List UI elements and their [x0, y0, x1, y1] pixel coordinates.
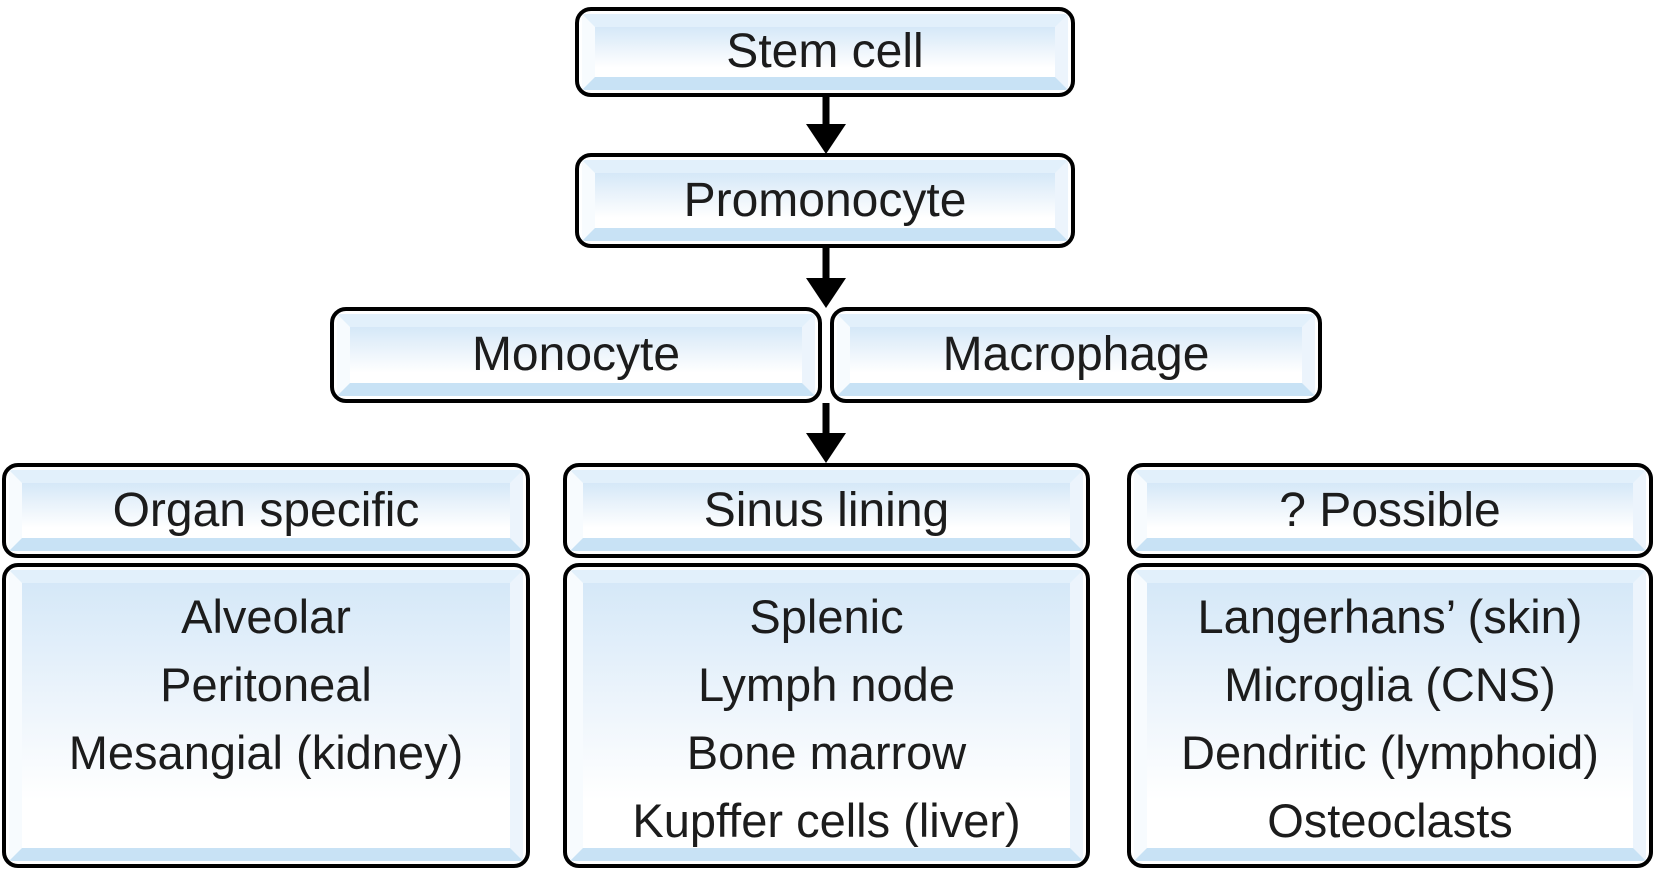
stem-cell-node-face: Stem cell — [582, 14, 1068, 90]
promonocyte-node: Promonocyte — [575, 153, 1075, 248]
sinus-lining-header: Sinus lining — [563, 463, 1090, 558]
organ-specific-header: Organ specific — [2, 463, 530, 558]
possible-header: ? Possible — [1127, 463, 1653, 558]
sinus-lining-list: Splenic Lymph node Bone marrow Kupffer c… — [563, 563, 1090, 868]
list-item: Peritoneal — [160, 658, 372, 711]
list-item: Microglia (CNS) — [1224, 658, 1556, 711]
possible-header-label: ? Possible — [1279, 483, 1501, 537]
arrow-down-icon — [806, 403, 846, 463]
list-item: Langerhans’ (skin) — [1197, 590, 1583, 643]
arrow-shaft — [822, 97, 830, 126]
arrow-down-icon — [806, 97, 846, 154]
organ-specific-header-face: Organ specific — [9, 470, 523, 551]
possible-list-face: Langerhans’ (skin) Microglia (CNS) Dendr… — [1134, 570, 1646, 861]
arrow-shaft — [822, 247, 830, 280]
stem-cell-label: Stem cell — [726, 25, 924, 78]
list-item: Kupffer cells (liver) — [632, 794, 1021, 847]
monocyte-node-face: Monocyte — [337, 314, 815, 396]
sinus-lining-header-face: Sinus lining — [570, 470, 1083, 551]
monocyte-label: Monocyte — [471, 328, 681, 381]
list-item: Dendritic (lymphoid) — [1181, 726, 1599, 779]
sinus-lining-header-label: Sinus lining — [703, 483, 950, 537]
organ-specific-list-face: Alveolar Peritoneal Mesangial (kidney) — [9, 570, 523, 861]
possible-header-face: ? Possible — [1134, 470, 1646, 551]
list-item: Bone marrow — [686, 726, 967, 779]
arrow-shaft — [822, 403, 830, 435]
arrow-head — [806, 433, 846, 463]
arrow-head — [806, 124, 846, 154]
macrophage-label: Macrophage — [942, 328, 1210, 381]
organ-specific-list: Alveolar Peritoneal Mesangial (kidney) — [2, 563, 530, 868]
monocyte-node: Monocyte — [330, 307, 822, 403]
stem-cell-node: Stem cell — [575, 7, 1075, 97]
promonocyte-node-face: Promonocyte — [582, 160, 1068, 241]
arrow-down-icon — [806, 247, 846, 308]
macrophage-node-face: Macrophage — [837, 314, 1315, 396]
list-item: Alveolar — [181, 590, 351, 643]
organ-specific-header-label: Organ specific — [112, 483, 420, 537]
list-item: Osteoclasts — [1267, 794, 1513, 847]
possible-list: Langerhans’ (skin) Microglia (CNS) Dendr… — [1127, 563, 1653, 868]
list-item: Splenic — [749, 590, 904, 643]
promonocyte-label: Promonocyte — [683, 173, 967, 227]
macrophage-node: Macrophage — [830, 307, 1322, 403]
list-item: Lymph node — [698, 658, 955, 711]
list-item: Mesangial (kidney) — [68, 726, 464, 779]
arrow-head — [806, 278, 846, 308]
sinus-lining-list-face: Splenic Lymph node Bone marrow Kupffer c… — [570, 570, 1083, 861]
